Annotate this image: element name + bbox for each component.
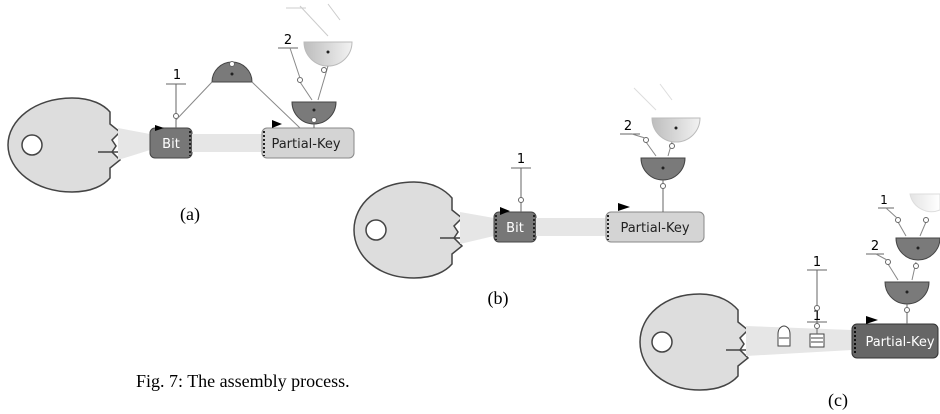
bit-label-a: Bit <box>162 137 180 152</box>
wire-label-c-2: 2 <box>871 239 879 254</box>
wire-label-c-small: 1 <box>880 193 888 207</box>
gate-b-2 <box>651 117 701 143</box>
bit-label-b: Bit <box>506 221 524 236</box>
gate-a-3 <box>303 41 353 67</box>
panel-c: 1 1 Partial-Key 2 1 (c) <box>639 193 940 411</box>
gate-c-3 <box>909 193 940 213</box>
connector-a <box>118 128 150 160</box>
key-shape-c <box>639 293 750 391</box>
figure-caption: Fig. 7: The assembly process. <box>136 371 350 391</box>
stack-icon <box>809 333 825 348</box>
wire-label-a-1: 1 <box>173 68 181 83</box>
wire-label-b-1: 1 <box>517 152 525 167</box>
wire-label-a-2: 2 <box>284 33 292 48</box>
key-shape-a <box>7 97 122 193</box>
partial-key-label-a: Partial-Key <box>271 137 340 152</box>
partial-key-block-a <box>261 127 355 159</box>
panel-b: Bit Partial-Key 1 2 (b) <box>353 83 705 309</box>
partial-key-block-c <box>851 323 939 359</box>
caption-c: (c) <box>828 390 848 411</box>
caption-b: (b) <box>488 288 509 309</box>
wire-label-c-top: 1 <box>813 255 821 270</box>
arrow-icon <box>500 207 510 215</box>
partial-key-label-c: Partial-Key <box>865 335 934 350</box>
bullet-icon <box>777 325 791 347</box>
arrow-icon <box>272 120 282 128</box>
arrow-icon <box>866 316 878 324</box>
caption-a: (a) <box>180 204 200 225</box>
arrow-icon <box>618 203 630 211</box>
panel-a: Bit Partial-Key 1 2 <box>7 3 355 225</box>
gate-a-2 <box>291 101 337 125</box>
partial-key-label-b: Partial-Key <box>620 221 689 236</box>
arrow-icon <box>155 125 164 131</box>
wire-label-c-mid: 1 <box>813 309 821 324</box>
band-a <box>192 134 262 152</box>
key-shape-b <box>353 181 464 279</box>
partial-key-block-b <box>605 211 705 243</box>
wire-label-b-2: 2 <box>624 119 632 134</box>
